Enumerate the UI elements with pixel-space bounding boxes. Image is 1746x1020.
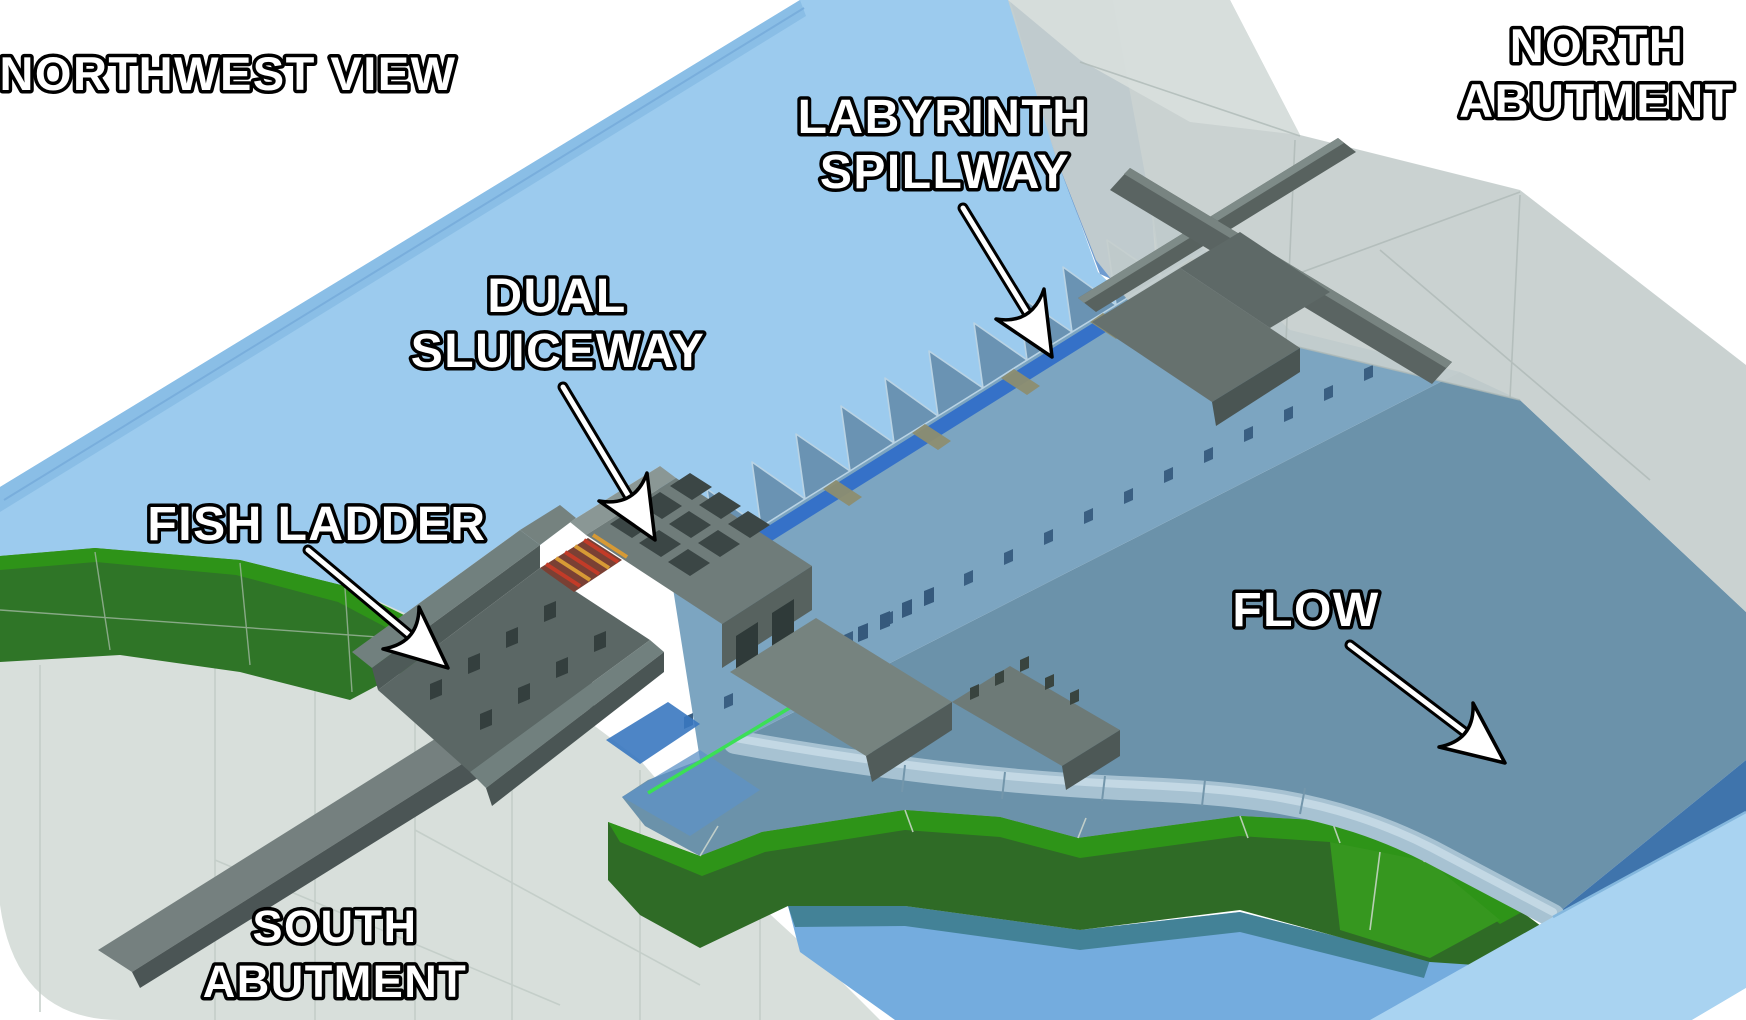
- walkway-ticks: [901, 764, 1306, 815]
- south-training-wall-top: [952, 666, 1120, 766]
- bottom-bank-top: [608, 810, 1522, 924]
- white-corner: [1692, 988, 1746, 1020]
- dual-sluiceway-arrow: [557, 381, 657, 542]
- bank-facet-lines: [699, 809, 1433, 931]
- embankments: [0, 548, 1560, 968]
- trash-rack: [540, 533, 629, 592]
- south-wall-teeth: [970, 656, 1079, 705]
- fish-ladder-structure: [98, 505, 664, 988]
- tailwater-edge-face: [1553, 760, 1746, 917]
- fish-ladder-label: FISH LADDER: [147, 498, 486, 551]
- downstream-walkway-band: [723, 730, 1565, 928]
- north-abutment-label-line1: NORTH: [1510, 19, 1685, 72]
- north-abutment-label-line2: ABUTMENT: [1459, 74, 1735, 127]
- flow-arrow: [1344, 639, 1507, 765]
- bottom-bank-face: [608, 810, 1560, 968]
- south-training-wall-face: [1062, 730, 1120, 790]
- labyrinth-spillway-arrow: [957, 202, 1054, 359]
- trash-rack-stripes-orange: [554, 533, 629, 582]
- dual-sluiceway-label-line1: DUAL: [487, 270, 626, 323]
- upstream-reservoir-water: [0, 0, 1205, 652]
- bottom-bank-tip: [1330, 842, 1500, 958]
- labyrinth-spillway-label-line2: SPILLWAY: [820, 146, 1070, 199]
- flow-label: FLOW: [1232, 584, 1379, 637]
- terrain-mass: [1008, 0, 1746, 612]
- reservoir-surface: [0, 0, 1205, 652]
- walkway-highlight: [731, 734, 1557, 916]
- downstream-pool-section: [788, 906, 1548, 1020]
- sluice-bays: [736, 599, 794, 670]
- view-title: NORTHWEST VIEW: [0, 47, 457, 100]
- ladder-left-wall-top: [352, 530, 540, 668]
- labyrinth-spillway-label-line1: LABYRINTH: [798, 91, 1089, 144]
- fish-ladder-arrow: [302, 544, 450, 670]
- outlet-pool-blue: [622, 750, 760, 836]
- slab-edge-line: [1552, 810, 1746, 919]
- pool-teal-strip: [788, 906, 1430, 978]
- south-abutment-label-line2: ABUTMENT: [203, 956, 467, 1007]
- stilling-basin-top: [730, 618, 952, 756]
- annotation-labels: NORTHWEST VIEW NORTH ABUTMENT LABYRINTH …: [0, 16, 1737, 1011]
- trash-rack-stripes-red: [544, 538, 620, 588]
- reservoir-edge-band: [0, 0, 806, 512]
- annotation-arrows: [302, 202, 1507, 765]
- wing-wall: [520, 505, 576, 545]
- terrain-facet-lines: [1079, 61, 1651, 481]
- dual-sluiceway-label-line2: SLUICEWAY: [411, 325, 705, 378]
- crest-blue-band: [674, 253, 1213, 597]
- end-wedge-upper: [1180, 232, 1330, 328]
- reservoir-edge-line: [3, 7, 805, 501]
- ladder-channel-floor: [378, 568, 650, 772]
- left-bank-mesh-lines: [0, 551, 421, 693]
- north-abutment-terrain: [1008, 0, 1746, 612]
- ladder-right-wall-face: [486, 652, 664, 806]
- north-training-walls: [1078, 138, 1452, 426]
- outlet-wall-blue: [606, 702, 700, 764]
- end-wedge-wall: [1092, 268, 1300, 402]
- terrain-berm: [1008, 0, 1300, 135]
- stilling-basin-face: [866, 702, 952, 782]
- south-abutment-label-line1: SOUTH: [253, 901, 418, 952]
- tailwater-cross-section-slab: [1370, 810, 1746, 1020]
- ladder-right-wall-top: [470, 640, 664, 788]
- end-wedge-face: [1212, 348, 1300, 426]
- left-bank-top: [0, 548, 418, 638]
